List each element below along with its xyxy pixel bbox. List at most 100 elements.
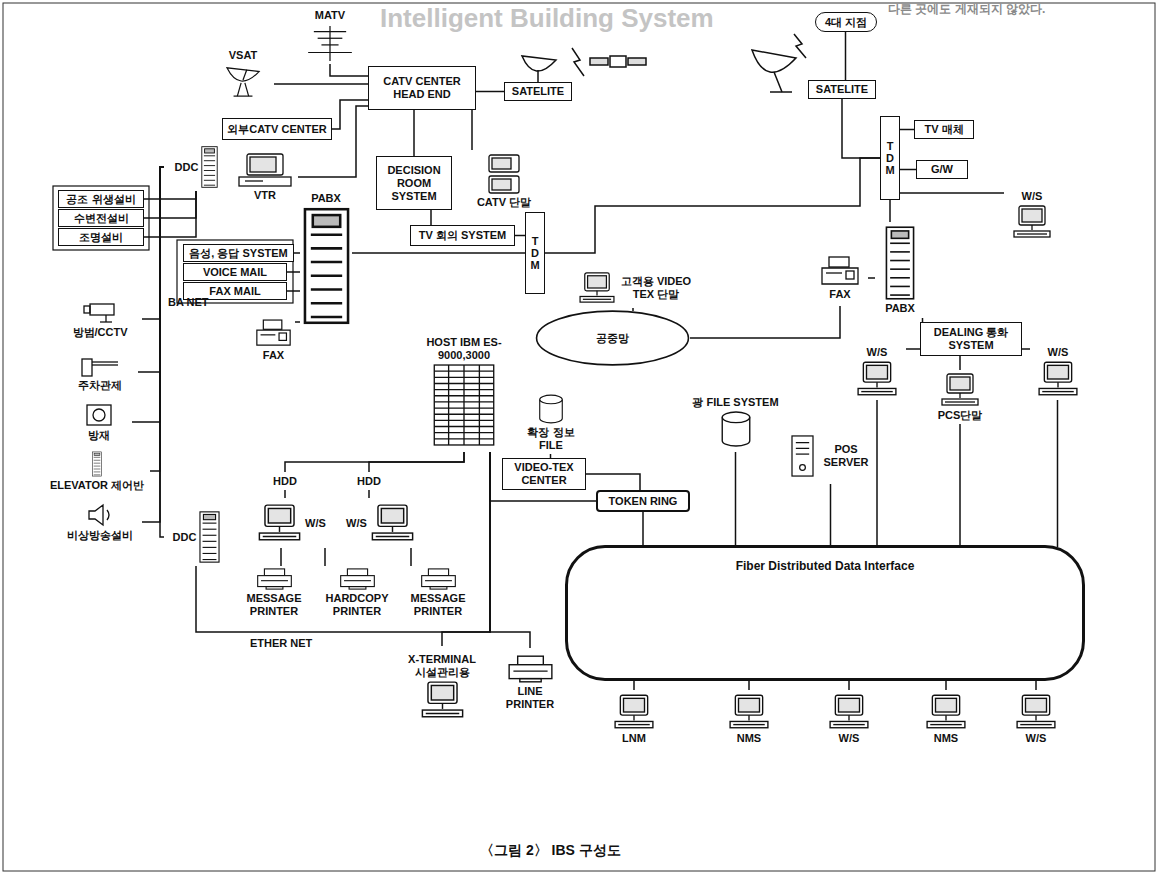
connector	[633, 681, 635, 690]
connector	[748, 681, 750, 690]
illustration-stroke	[537, 70, 539, 82]
icon-stroke	[92, 451, 102, 477]
icon-stroke	[540, 395, 563, 404]
icon-stroke	[580, 296, 614, 302]
icon-stroke	[1022, 209, 1042, 222]
icon-stroke	[1017, 721, 1055, 727]
icon-stroke	[748, 715, 749, 720]
icon-stroke	[425, 713, 459, 714]
connector	[735, 452, 737, 545]
connector	[284, 490, 286, 498]
node-label: 확장 정보 FILE	[517, 426, 585, 452]
prn-icon	[420, 568, 457, 590]
ws-icon	[370, 504, 415, 542]
icon-stroke	[237, 82, 241, 95]
node-label: W/S	[345, 517, 368, 530]
device-node: HDD	[262, 472, 308, 490]
illustration-stroke	[610, 56, 626, 67]
device-node: 비상방송설비	[58, 500, 142, 544]
node-label: Fiber Distributed Data Interface	[732, 560, 919, 573]
spk-icon	[85, 503, 115, 527]
icon-stroke	[484, 154, 524, 194]
icon-stroke	[204, 170, 215, 171]
node-label: 공중망	[596, 332, 629, 345]
bell-icon	[84, 403, 114, 427]
network-ellipse: 공중망	[535, 310, 690, 366]
device-node: 확장 정보 FILE	[515, 392, 587, 454]
illustration-stroke	[522, 56, 556, 71]
connector	[285, 452, 464, 472]
device-node: HOST IBM ES-9000,3000	[418, 330, 510, 452]
icon-stroke	[578, 272, 616, 304]
device-node: W/S	[818, 690, 880, 748]
illustration-stroke	[572, 48, 584, 76]
node-label: W/S	[1025, 732, 1048, 745]
device-node: PCS단말	[925, 370, 995, 424]
node-label: TDM	[885, 140, 896, 176]
icon-stroke	[428, 569, 448, 576]
icon-stroke	[433, 364, 495, 446]
icon-stroke	[730, 721, 768, 727]
icon-stroke	[434, 383, 493, 384]
icon-stroke	[392, 526, 393, 532]
icon-stroke	[1044, 362, 1071, 382]
icon-stroke	[930, 723, 962, 724]
icon-stroke	[434, 438, 493, 439]
icon-stroke	[1057, 382, 1058, 387]
icon-stroke	[945, 715, 946, 720]
connector	[369, 452, 464, 472]
icon-stroke	[434, 426, 493, 427]
icon-stroke	[890, 268, 910, 270]
icon-stroke	[347, 569, 367, 576]
icon-stroke	[1026, 698, 1047, 712]
icon-stroke	[489, 176, 519, 193]
device-node: 방범/CCTV	[58, 296, 142, 342]
icon-stroke	[370, 504, 415, 542]
connector	[690, 306, 840, 338]
ws-icon	[925, 694, 967, 730]
connector	[868, 277, 875, 279]
node-label: W/S	[1021, 190, 1044, 203]
device-node: W/S	[1030, 342, 1086, 400]
icon-stroke	[792, 436, 813, 476]
icon-stroke	[261, 334, 276, 335]
icon-stroke	[1017, 233, 1047, 234]
icon-stroke	[890, 276, 910, 278]
icon-stroke	[235, 153, 295, 187]
icon-stroke	[434, 371, 493, 372]
node-label: MESSAGE PRINTER	[240, 592, 308, 618]
icon-stroke	[200, 512, 219, 562]
icon-stroke	[349, 587, 366, 590]
icon-stroke	[203, 541, 217, 542]
icon-stroke	[203, 529, 217, 530]
connector	[294, 252, 300, 254]
node-label: HDD	[356, 475, 382, 488]
icon-stroke	[268, 508, 290, 523]
icon-stroke	[588, 276, 607, 288]
system-box: DECISION ROOM SYSTEM	[376, 156, 452, 210]
system-box: SATELITE	[504, 82, 572, 101]
icon-stroke	[92, 364, 118, 365]
icon-stroke	[925, 694, 967, 730]
icon-stroke	[1048, 365, 1069, 379]
cab-icon	[201, 146, 218, 188]
connector	[287, 271, 300, 273]
tv-icon	[484, 154, 524, 194]
ws-icon	[578, 272, 616, 304]
icon-stroke	[263, 320, 282, 329]
icon-stroke	[259, 533, 299, 540]
node-label: SATELITE	[816, 83, 868, 96]
connector	[274, 83, 368, 85]
srv-icon	[788, 435, 817, 477]
icon-stroke	[256, 568, 293, 590]
node-label: 방범/CCTV	[72, 326, 129, 339]
icon-stroke	[261, 580, 288, 581]
ws-icon	[728, 694, 770, 730]
node-label: VSAT	[228, 49, 259, 62]
connector	[368, 490, 370, 498]
connector	[1057, 400, 1059, 547]
icon-stroke	[890, 251, 910, 253]
icon-stroke	[861, 390, 893, 391]
connector	[1022, 348, 1030, 350]
